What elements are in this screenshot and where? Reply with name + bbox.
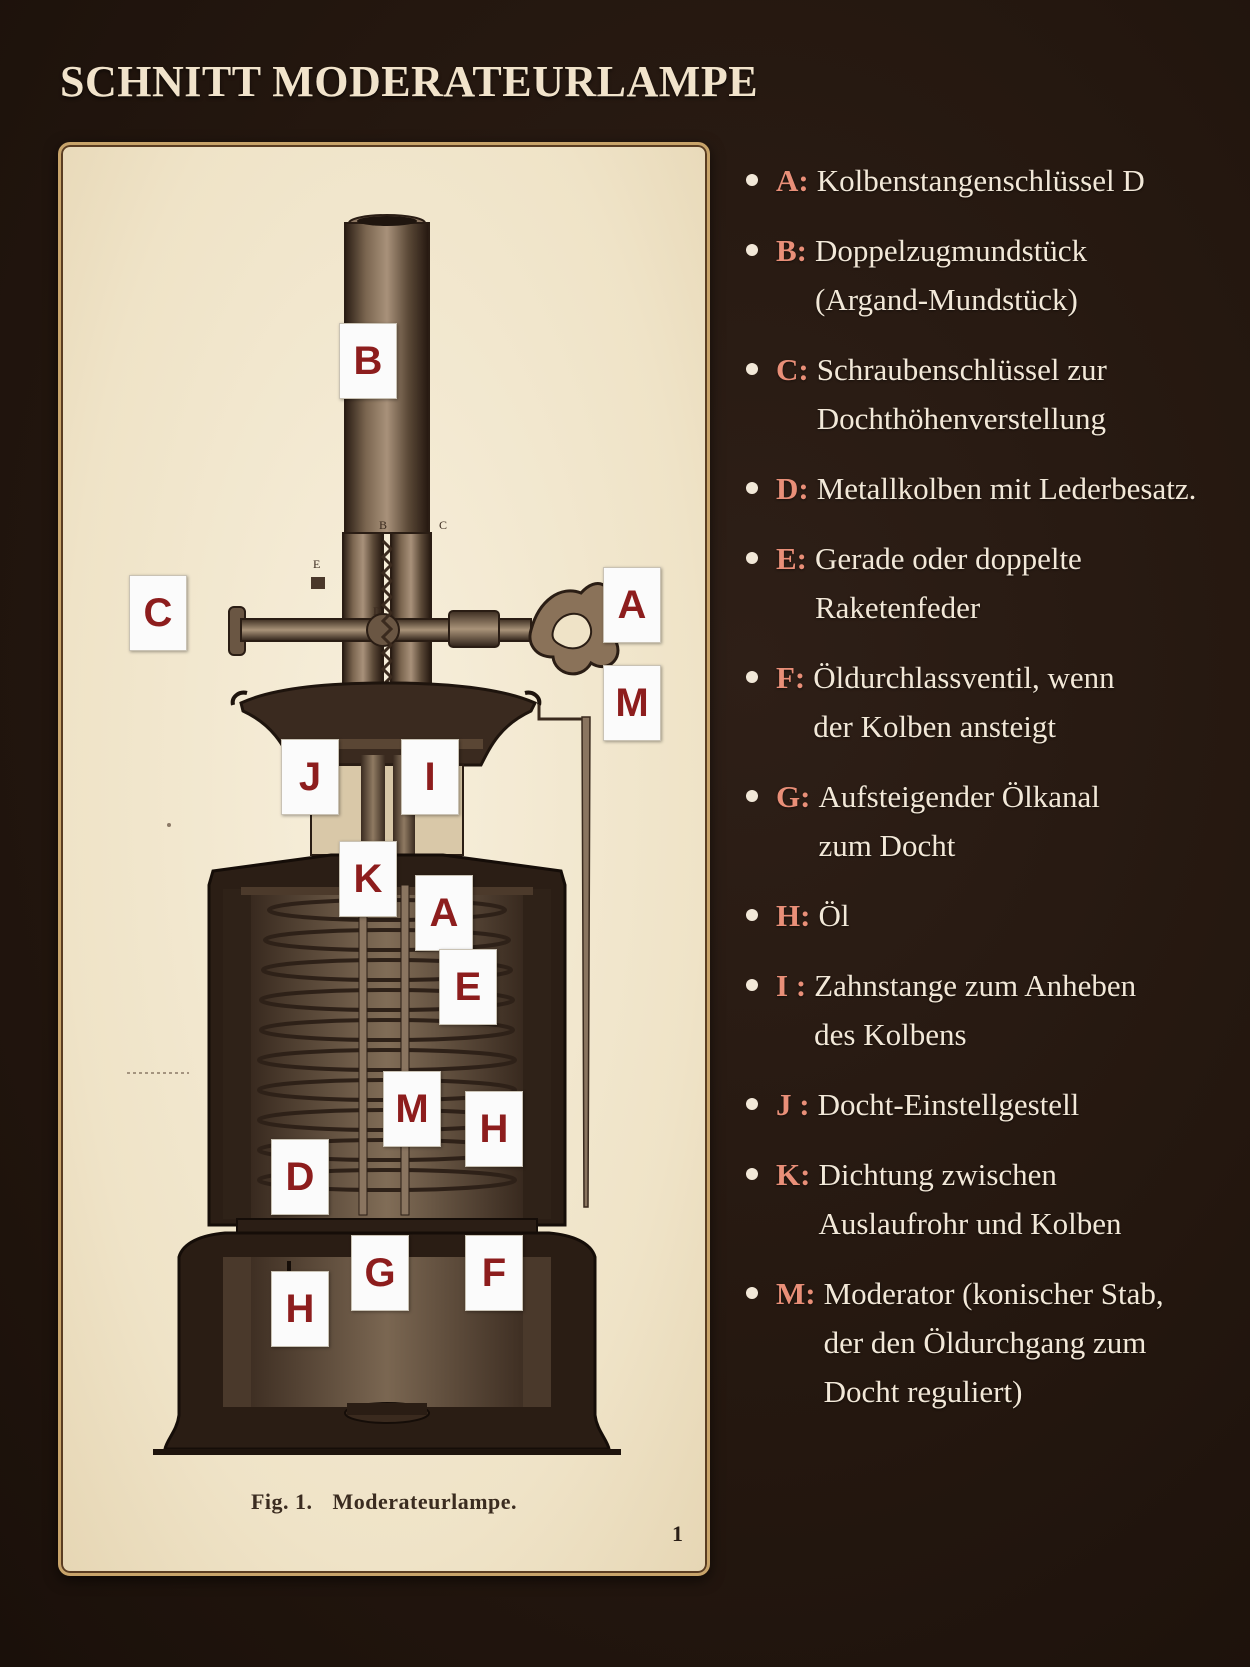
bullet-icon	[746, 979, 758, 991]
tag-h-lower: H	[271, 1271, 329, 1347]
wick-frame: B C D E	[311, 518, 447, 704]
bullet-icon	[746, 1098, 758, 1110]
legend-key: C:	[776, 352, 809, 387]
bullet-icon	[746, 1287, 758, 1299]
engraved-c: C	[439, 518, 447, 532]
engraved-b: B	[379, 518, 387, 532]
legend-key: A:	[776, 163, 809, 198]
figure-caption: Fig. 1. Moderateurlampe.	[61, 1489, 707, 1515]
legend-item: A:Kolbenstangenschlüssel D	[742, 156, 1232, 205]
oil-cup-collar	[230, 681, 542, 865]
legend-key: E:	[776, 541, 807, 576]
legend-key: I :	[776, 968, 807, 1003]
bullet-icon	[746, 244, 758, 256]
engraved-e: E	[313, 557, 320, 571]
legend-text: Zahnstange zum Anheben des Kolbens	[814, 968, 1137, 1052]
caption-fig-number: Fig. 1.	[250, 1489, 313, 1514]
bullet-icon	[746, 671, 758, 683]
bullet-icon	[746, 482, 758, 494]
legend-text: Doppelzugmundstück (Argand-Mundstück)	[815, 233, 1088, 317]
legend-key: J :	[776, 1087, 810, 1122]
tag-m-inner: M	[383, 1071, 441, 1147]
bullet-icon	[746, 1168, 758, 1180]
legend-key: B:	[776, 233, 807, 268]
tag-g: G	[351, 1235, 409, 1311]
page-number: 1	[672, 1521, 683, 1546]
legend-text: Dichtung zwischen Auslaufrohr und Kolben	[818, 1157, 1122, 1241]
tag-f: F	[465, 1235, 523, 1311]
tag-h-upper: H	[465, 1091, 523, 1167]
legend-key: D:	[776, 471, 809, 506]
legend-item: B:Doppelzugmundstück (Argand-Mundstück)	[742, 226, 1232, 324]
legend-item: K:Dichtung zwischen Auslaufrohr und Kolb…	[742, 1150, 1232, 1248]
legend-text: Moderator (konischer Stab, der den Öldur…	[823, 1276, 1164, 1409]
legend-item: J :Docht-Einstellgestell	[742, 1080, 1232, 1129]
tag-k: K	[339, 841, 397, 917]
legend-text: Öldurchlassventil, wenn der Kolben anste…	[813, 660, 1115, 744]
legend-item: F:Öldurchlassventil, wenn der Kolben ans…	[742, 653, 1232, 751]
tag-m-top: M	[603, 665, 661, 741]
legend-key: H:	[776, 898, 811, 933]
tag-i: I	[401, 739, 459, 815]
legend-text: Öl	[818, 898, 850, 933]
legend-text: Docht-Einstellgestell	[817, 1087, 1080, 1122]
speck-mark	[167, 823, 171, 827]
bullet-icon	[746, 363, 758, 375]
tag-d: D	[271, 1139, 329, 1215]
legend-text: Schraubenschlüssel zur Dochthöhenverstel…	[816, 352, 1107, 436]
legend-text: Aufsteigender Ölkanal zum Docht	[818, 779, 1100, 863]
bullet-icon	[746, 909, 758, 921]
legend-item: D:Metallkolben mit Lederbesatz.	[742, 464, 1232, 513]
legend-text: Gerade oder doppelte Raketenfeder	[815, 541, 1082, 625]
legend-item: H:Öl	[742, 891, 1232, 940]
legend-text: Metallkolben mit Lederbesatz.	[816, 471, 1197, 506]
legend-key: M:	[776, 1276, 816, 1311]
legend-item: C:Schraubenschlüssel zur Dochthöhenverst…	[742, 345, 1232, 443]
legend-item: I :Zahnstange zum Anheben des Kolbens	[742, 961, 1232, 1059]
tag-a-top: A	[603, 567, 661, 643]
engraved-d: D	[373, 604, 382, 618]
tag-b: B	[339, 323, 397, 399]
legend-key: F:	[776, 660, 806, 695]
legend-text: Kolbenstangenschlüssel D	[816, 163, 1145, 198]
legend-key: G:	[776, 779, 811, 814]
tag-a-inner: A	[415, 875, 473, 951]
tag-j: J	[281, 739, 339, 815]
legend-item: E:Gerade oder doppelte Raketenfeder	[742, 534, 1232, 632]
moderator-rod	[537, 705, 591, 1208]
legend-item: M:Moderator (konischer Stab, der den Öld…	[742, 1269, 1232, 1416]
legend-key: K:	[776, 1157, 811, 1192]
figure-panel: B C D E	[58, 142, 710, 1576]
bullet-icon	[746, 174, 758, 186]
tag-c: C	[129, 575, 187, 651]
bullet-icon	[746, 552, 758, 564]
tag-e: E	[439, 949, 497, 1025]
legend-list: A:Kolbenstangenschlüssel D B:Doppelzugmu…	[742, 156, 1232, 1437]
page-title: SCHNITT MODERATEURLAMPE	[60, 57, 759, 106]
bullet-icon	[746, 790, 758, 802]
legend-item: G:Aufsteigender Ölkanal zum Docht	[742, 772, 1232, 870]
caption-text: Moderateurlampe.	[332, 1489, 518, 1514]
